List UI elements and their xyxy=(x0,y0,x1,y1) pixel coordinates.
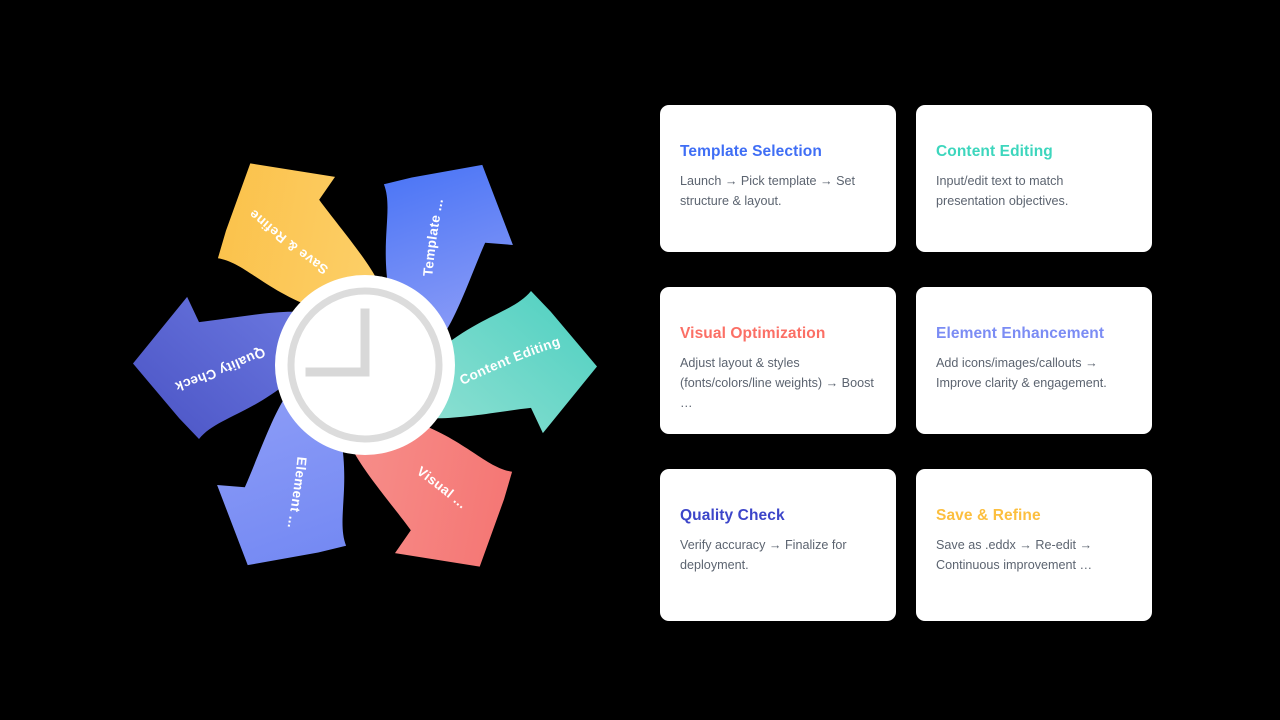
pinwheel-arrow[interactable]: Quality Check xyxy=(133,296,299,439)
arrow-shape xyxy=(217,163,378,310)
card-quality-check[interactable]: Quality Check Verify accuracy → Finalize… xyxy=(657,469,896,624)
center-clock xyxy=(275,275,455,455)
process-card-grid: Template Selection Launch → Pick templat… xyxy=(657,105,1152,624)
card-title: Template Selection xyxy=(680,143,822,160)
card-save-and-refine[interactable]: Save & Refine Save as .eddx → Re-edit → … xyxy=(913,469,1152,624)
card-description: Verify accuracy → Finalize for deploymen… xyxy=(680,538,847,572)
card-template-selection[interactable]: Template Selection Launch → Pick templat… xyxy=(657,105,896,255)
card-title: Element Enhancement xyxy=(936,325,1105,342)
arrow-shape xyxy=(431,291,597,434)
card-title: Save & Refine xyxy=(936,507,1041,524)
card-content-editing[interactable]: Content Editing Input/edit text to match… xyxy=(913,105,1152,255)
card-visual-optimization[interactable]: Visual Optimization Adjust layout & styl… xyxy=(657,287,896,437)
card-description: Save as .eddx → Re-edit → Continuous imp… xyxy=(936,538,1093,572)
pinwheel-arrow[interactable]: Content Editing xyxy=(431,291,597,434)
pinwheel-arrow[interactable]: Save & Refine xyxy=(185,130,391,345)
card-description: Launch → Pick template → Set structure &… xyxy=(680,174,855,208)
clock-hands-icon xyxy=(305,308,370,377)
arrow-shape xyxy=(133,296,299,439)
card-title: Content Editing xyxy=(936,143,1053,160)
card-description: Adjust layout & styles (fonts/colors/lin… xyxy=(680,356,874,410)
card-description: Input/edit text to match presentation ob… xyxy=(936,174,1069,208)
card-element-enhancement[interactable]: Element Enhancement Add icons/images/cal… xyxy=(913,287,1152,437)
arrow-shape xyxy=(352,420,513,567)
card-title: Visual Optimization xyxy=(680,325,826,342)
card-description: Add icons/images/callouts → Improve clar… xyxy=(936,356,1107,390)
card-title: Quality Check xyxy=(680,507,785,524)
pinwheel-arrow[interactable]: Visual ... xyxy=(339,385,545,600)
